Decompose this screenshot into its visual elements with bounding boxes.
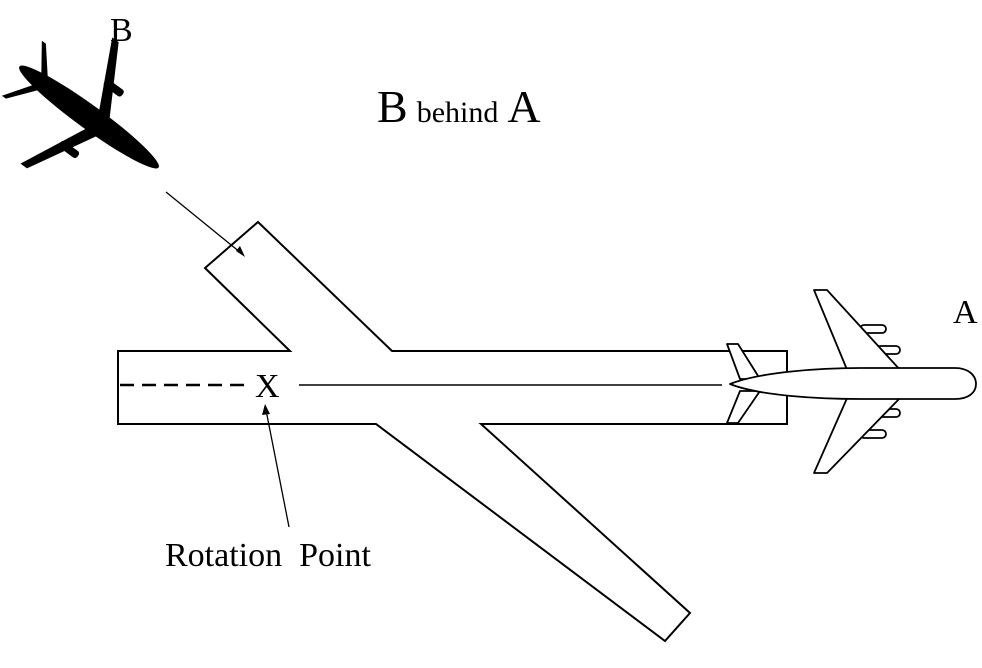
rotation-point-arrow bbox=[265, 409, 290, 528]
approach-path-arrowhead bbox=[236, 246, 245, 257]
aircraft-b-left-stabilizer bbox=[41, 40, 48, 79]
aircraft-b-left-engine bbox=[103, 79, 124, 97]
rotation-point-arrowhead bbox=[262, 404, 270, 415]
title-behind: behind bbox=[417, 96, 499, 129]
aircraft-b-right-wing bbox=[20, 128, 98, 169]
aircraft-b-left-wing bbox=[98, 37, 119, 120]
aircraft-b bbox=[1, 37, 159, 169]
aircraft-b-right-stabilizer bbox=[1, 85, 40, 99]
rotation-point-mark: X bbox=[255, 368, 280, 405]
aircraft-a bbox=[726, 289, 977, 474]
aircraft-a-upper-wing bbox=[813, 289, 903, 373]
runway-taxiway-outline bbox=[117, 220, 788, 643]
aircraft-a-label: A bbox=[953, 294, 978, 331]
aircraft-b-right-engine bbox=[59, 140, 80, 159]
aircraft-b-fuselage bbox=[19, 65, 159, 169]
approach-path-arrow bbox=[165, 191, 242, 254]
rotation-point-label: Rotation Point bbox=[165, 537, 371, 574]
aircraft-b-label: B bbox=[110, 12, 133, 49]
title-a: A bbox=[507, 81, 540, 132]
aircraft-a-lower-wing bbox=[813, 395, 903, 474]
title-b: B bbox=[377, 81, 408, 132]
aircraft-a-fuselage bbox=[729, 367, 977, 400]
